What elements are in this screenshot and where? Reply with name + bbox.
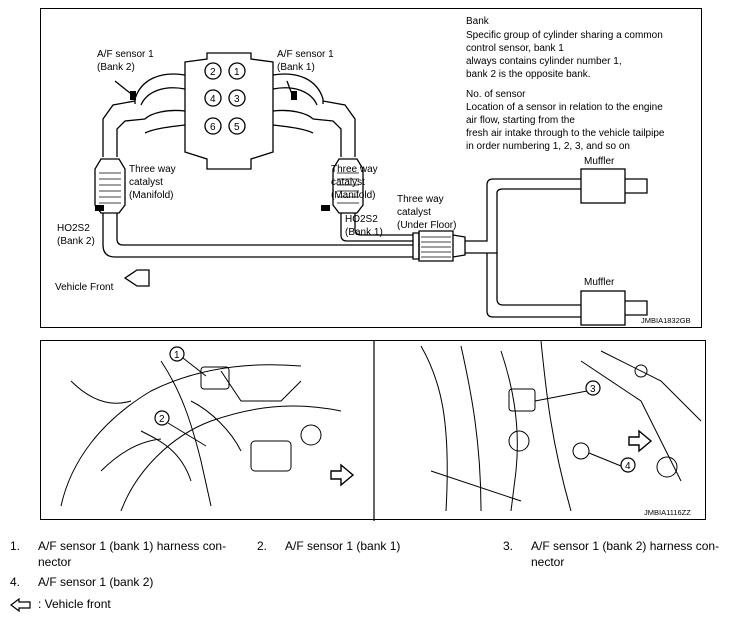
svg-text:(Manifold): (Manifold) — [331, 190, 375, 201]
ho2s2-bank2-label: HO2S2 — [57, 223, 90, 234]
vehicle-front-arrow-icon — [123, 269, 150, 287]
vehicle-front-arrow-right-icon — [628, 429, 653, 453]
muffler-top-label: Muffler — [584, 156, 615, 167]
cyl-3: 3 — [234, 94, 240, 105]
engine-photo-panel: 1 2 3 4 JMBIA1116ZZ — [40, 340, 706, 521]
cyl-4: 4 — [210, 94, 216, 105]
right-engine-sketch — [420, 341, 702, 512]
svg-text:catalyst: catalyst — [397, 207, 431, 218]
svg-text:(Bank 1): (Bank 1) — [277, 62, 315, 73]
figure-code: JMBIA1832GB — [641, 316, 691, 325]
callout-2: 2 — [159, 414, 165, 425]
vehicle-front-label: Vehicle Front — [55, 282, 114, 293]
catalyst-underfloor — [418, 230, 454, 262]
left-engine-sketch — [60, 360, 342, 512]
svg-text:in order numbering 1, 2, 3, an: in order numbering 1, 2, 3, and so on — [466, 141, 630, 152]
af-sensor-bank1-marker — [291, 91, 297, 100]
vehicle-front-legend-icon — [10, 598, 31, 612]
catalyst-right-label: Three way — [331, 164, 378, 175]
ho2s2-bank1-label: HO2S2 — [345, 214, 378, 225]
svg-text:No. of sensor: No. of sensor — [466, 89, 526, 100]
catalyst-left-label: Three way — [129, 164, 176, 175]
muffler-bottom-label: Muffler — [584, 277, 615, 288]
af-sensor-bank2-marker — [130, 91, 136, 100]
catalyst-underfloor-label: Three way — [397, 194, 444, 205]
svg-text:Location of a sensor in relati: Location of a sensor in relation to the … — [466, 102, 663, 113]
svg-text:(Bank 2): (Bank 2) — [57, 236, 95, 247]
muffler-top — [580, 168, 626, 204]
vehicle-front-arrow-left-icon — [330, 463, 355, 487]
bank-note: Bank Specific group of cylinder sharing … — [466, 16, 663, 80]
svg-text:(Manifold): (Manifold) — [129, 190, 173, 201]
svg-text:(Bank 2): (Bank 2) — [97, 62, 135, 73]
svg-text:catalyst: catalyst — [331, 177, 365, 188]
ho2s2-bank2-marker — [95, 205, 104, 211]
svg-text:fresh air intake through to th: fresh air intake through to the vehicle … — [466, 128, 665, 139]
cyl-1: 1 — [234, 67, 240, 78]
exhaust-system-diagram: 2 1 4 3 6 5 A/F sensor 1 (Bank 2) A/F se… — [40, 8, 702, 328]
legend-vehicle-front: : Vehicle front — [10, 596, 210, 614]
svg-text:(Under Floor): (Under Floor) — [397, 220, 456, 231]
svg-text:air flow, starting from the: air flow, starting from the — [466, 115, 575, 126]
catalyst-manifold-bank2 — [94, 158, 126, 214]
muffler-bottom — [580, 290, 626, 326]
callout-1: 1 — [174, 350, 180, 361]
svg-text:Specific group of cylinder sha: Specific group of cylinder sharing a com… — [466, 30, 663, 41]
callout-4: 4 — [625, 461, 631, 472]
catalyst-manifold-bank1 — [332, 158, 364, 214]
ho2s2-bank1-marker — [321, 205, 330, 211]
cyl-2: 2 — [210, 67, 216, 78]
svg-text:bank 2 is the opposite bank.: bank 2 is the opposite bank. — [466, 69, 591, 80]
callout-3: 3 — [590, 384, 596, 395]
svg-text:control sensor, bank 1: control sensor, bank 1 — [466, 43, 564, 54]
cyl-5: 5 — [234, 122, 240, 133]
svg-text:Bank: Bank — [466, 16, 490, 27]
cyl-6: 6 — [210, 122, 216, 133]
af-sensor-bank2-label: A/F sensor 1 — [97, 49, 154, 60]
af-sensor-bank1-label: A/F sensor 1 — [277, 49, 334, 60]
sensor-number-note: No. of sensor Location of a sensor in re… — [466, 89, 665, 152]
engine-photo-svg: 1 2 3 4 JMBIA1116ZZ — [60, 341, 702, 521]
engine-block — [184, 52, 274, 170]
exhaust-diagram-svg: 2 1 4 3 6 5 A/F sensor 1 (Bank 2) A/F se… — [55, 16, 691, 326]
svg-text:(Bank 1): (Bank 1) — [345, 227, 383, 238]
photo-code: JMBIA1116ZZ — [644, 508, 691, 517]
svg-text:always contains cylinder numbe: always contains cylinder number 1, — [466, 56, 622, 67]
svg-text:catalyst: catalyst — [129, 177, 163, 188]
